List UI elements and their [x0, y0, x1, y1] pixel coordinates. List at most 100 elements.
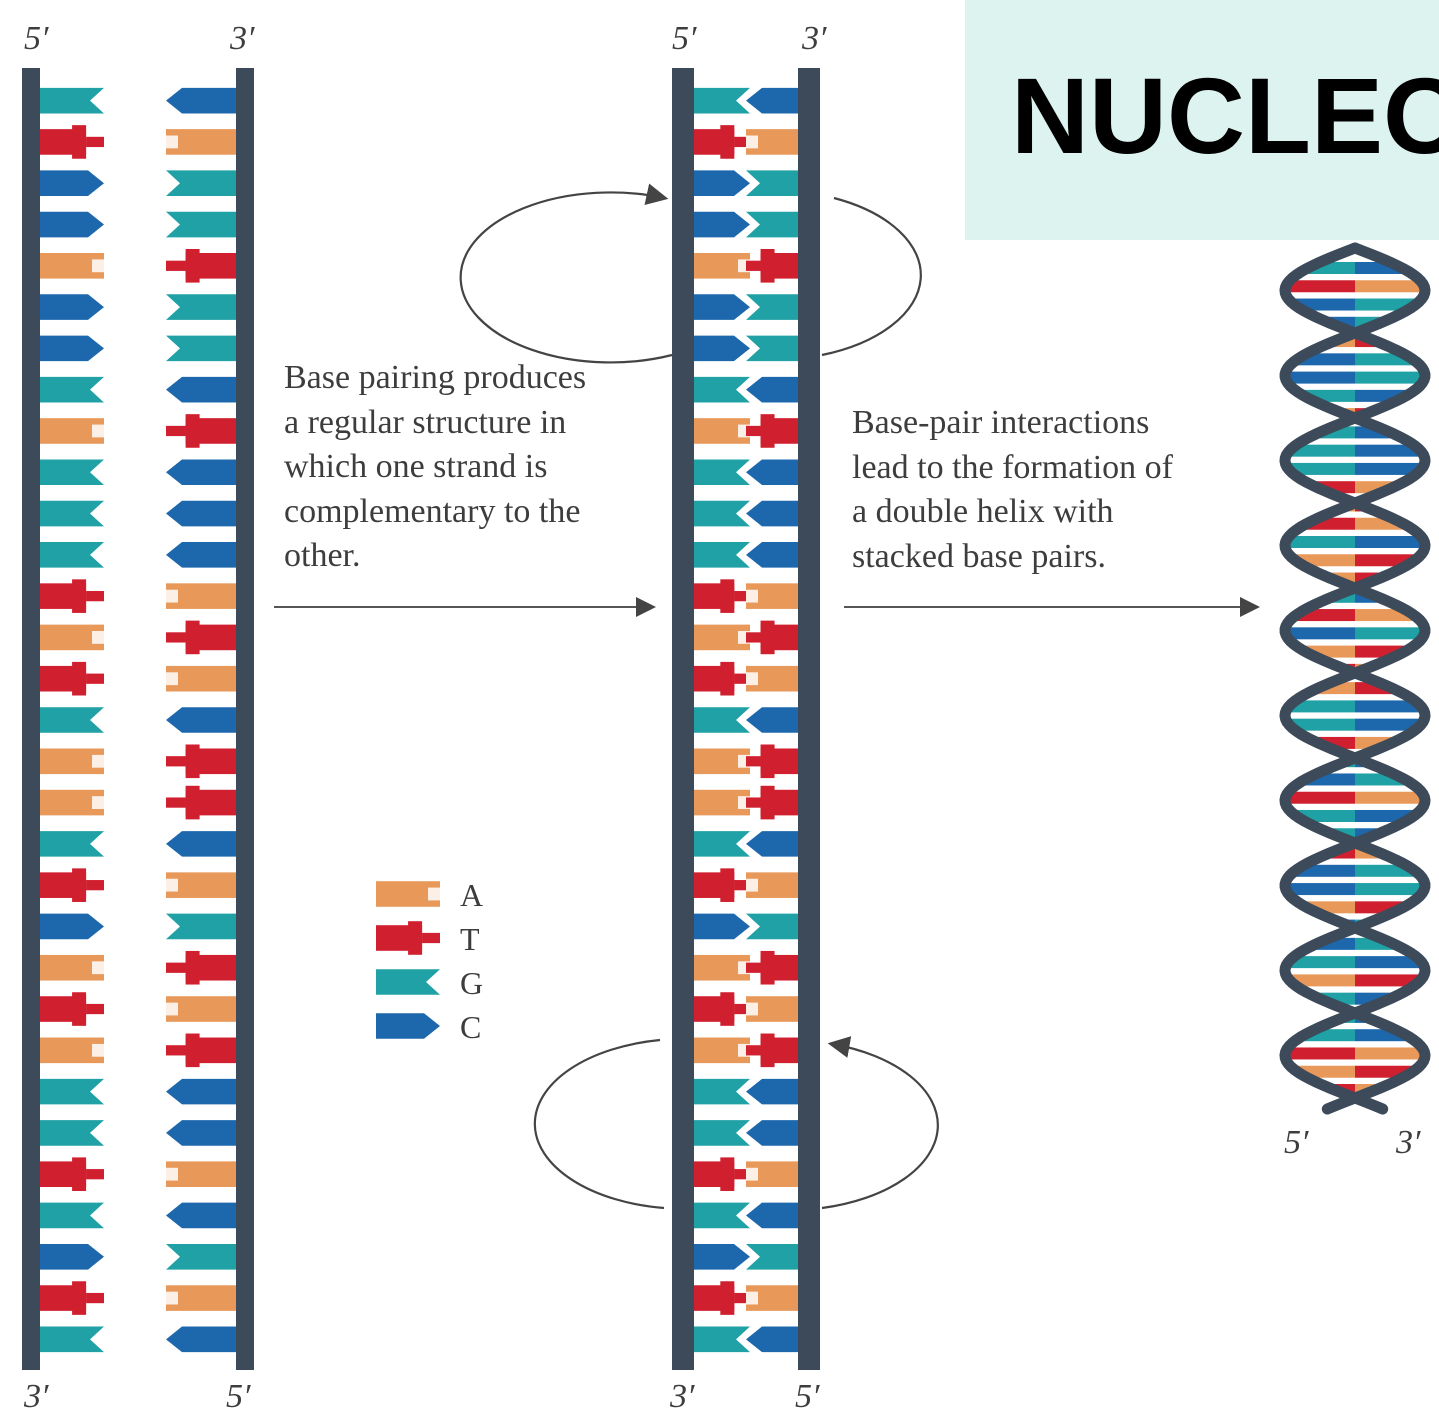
legend-swatch-g: [376, 969, 440, 995]
ladder-base-c: [746, 377, 798, 403]
strand1-base-a: [40, 1038, 104, 1064]
ladder-base-t: [746, 951, 798, 985]
strand2-base-c: [166, 459, 236, 485]
ladder-base-g: [746, 1244, 798, 1270]
ladder-base-g: [694, 831, 750, 857]
ladder-base-t: [694, 125, 750, 159]
helix-base-t: [1286, 280, 1355, 292]
ladder-base-a: [694, 955, 750, 981]
ladder-base-t: [746, 249, 798, 283]
ladder-base-g: [746, 212, 798, 238]
ladder-base-g: [694, 88, 750, 114]
ladder-base-c: [746, 542, 798, 568]
strand2-backbone: [236, 68, 254, 1370]
strand1-base-t: [40, 1281, 104, 1315]
ladder-base-t: [694, 1281, 750, 1315]
strand2-base-c: [166, 1327, 236, 1353]
legend-swatch-a: [376, 881, 440, 907]
strand2-base-t: [166, 951, 236, 985]
strand1-base-g: [40, 542, 104, 568]
ladder-base-a: [694, 625, 750, 651]
ladder-base-a: [746, 666, 798, 692]
ladder-3prime-bottom-label: 3′: [670, 1380, 694, 1414]
strand2-base-g: [166, 1244, 236, 1270]
ladder-right-backbone: [798, 68, 820, 1370]
strand1-base-g: [40, 1203, 104, 1229]
strand2-base-g: [166, 294, 236, 320]
ladder-base-t: [694, 1157, 750, 1191]
rotation-arrow-bottom-left: [535, 1040, 664, 1208]
ladder-base-a: [746, 129, 798, 155]
strand1-base-g: [40, 88, 104, 114]
rotation-arrow-top-right: [822, 198, 921, 355]
strand2-base-a: [166, 129, 236, 155]
ladder-base-c: [746, 1203, 798, 1229]
ladder-base-a: [694, 253, 750, 279]
strand2-base-c: [166, 707, 236, 733]
ladder-base-c: [694, 294, 750, 320]
strand1-base-g: [40, 501, 104, 527]
strand1-base-t: [40, 992, 104, 1026]
strand2-base-g: [166, 914, 236, 940]
ladder-base-c: [746, 88, 798, 114]
strand2-base-c: [166, 1203, 236, 1229]
legend-label-t: T: [460, 923, 480, 955]
ladder-base-a: [746, 1285, 798, 1311]
strand2-base-t: [166, 786, 236, 820]
strand1-base-t: [40, 125, 104, 159]
base-paired-ladder: [672, 68, 820, 1370]
ladder-base-g: [694, 1327, 750, 1353]
helix-base-a: [1355, 280, 1424, 292]
strand2-base-c: [166, 831, 236, 857]
ladder-base-t: [746, 621, 798, 655]
strand2-base-a: [166, 996, 236, 1022]
strand1-base-t: [40, 579, 104, 613]
strand1-base-c: [40, 212, 104, 238]
strand1-base-a: [40, 418, 104, 444]
ladder-base-t: [746, 786, 798, 820]
ladder-base-c: [746, 1327, 798, 1353]
strand1-base-g: [40, 831, 104, 857]
ladder-5prime-bottom-label: 5′: [795, 1380, 819, 1414]
ladder-base-g: [694, 542, 750, 568]
strand1-base-c: [40, 170, 104, 196]
ladder-base-c: [746, 1079, 798, 1105]
ladder-base-c: [746, 459, 798, 485]
base-pairing-caption: Base pairing produces a regular structur…: [284, 356, 586, 579]
ladder-base-g: [694, 1079, 750, 1105]
helix-base-c: [1285, 627, 1355, 639]
ladder-base-a: [694, 790, 750, 816]
legend-label-c: C: [460, 1011, 481, 1043]
ladder-base-c: [694, 170, 750, 196]
ladder-base-a: [746, 872, 798, 898]
helix-base-a: [1355, 1047, 1425, 1059]
ladder-base-c: [694, 212, 750, 238]
strand1-base-g: [40, 707, 104, 733]
legend-swatch-c: [376, 1013, 440, 1039]
rotation-arrow-top-left: [461, 192, 672, 362]
helix-base-c: [1355, 536, 1424, 548]
ladder-base-a: [694, 1038, 750, 1064]
strand1-base-t: [40, 868, 104, 902]
ladder-base-t: [694, 992, 750, 1026]
ladder-base-t: [694, 579, 750, 613]
strand2-base-a: [166, 872, 236, 898]
ladder-base-g: [694, 707, 750, 733]
ladder-base-c: [746, 1120, 798, 1146]
strand1-base-g: [40, 1120, 104, 1146]
ladder-base-g: [694, 501, 750, 527]
strand2-3prime-label: 3′: [230, 22, 254, 56]
strand2-base-c: [166, 1079, 236, 1105]
strand2-base-g: [166, 212, 236, 238]
strand2-base-t: [166, 744, 236, 778]
helix-base-g: [1286, 536, 1355, 548]
helix-base-a: [1355, 792, 1425, 804]
strand1-base-g: [40, 1327, 104, 1353]
ladder-base-t: [694, 662, 750, 696]
helix-base-c: [1286, 883, 1355, 895]
ladder-base-a: [746, 996, 798, 1022]
strand1-base-c: [40, 294, 104, 320]
ladder-base-g: [694, 1203, 750, 1229]
helix-base-t: [1285, 792, 1355, 804]
